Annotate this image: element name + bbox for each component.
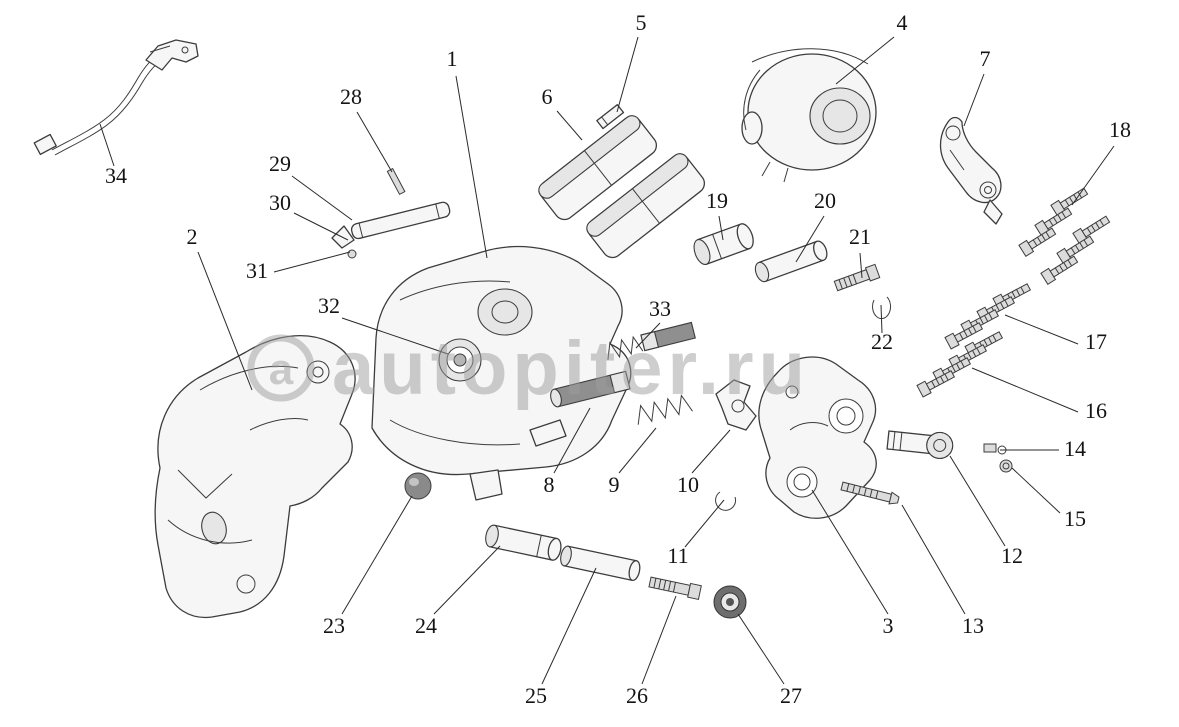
leader-lines [99,36,1115,685]
roll-pin-drawing [386,167,406,196]
callout-label-26: 26 [626,683,648,708]
sensor-cable-drawing [33,39,199,156]
callout-label-21: 21 [849,224,871,249]
snap-ring-drawing [872,296,892,320]
callout-label-1: 1 [447,46,458,71]
callout-label-34: 34 [105,163,127,188]
watermark-text: autopiter.ru [332,326,810,411]
callout-label-6: 6 [542,84,553,109]
callout-label-23: 23 [323,613,345,638]
callout-label-25: 25 [525,683,547,708]
brake-pads-drawing [538,104,706,259]
callout-label-18: 18 [1109,117,1131,142]
callout-label-13: 13 [962,613,984,638]
callout-label-30: 30 [269,190,291,215]
callout-label-32: 32 [318,293,340,318]
callout-label-14: 14 [1064,436,1086,461]
callout-label-12: 12 [1001,543,1023,568]
wear-clip-drawing [596,104,625,130]
carrier-plate-drawing [758,356,877,519]
clip-drawing [715,491,737,511]
bushing-grommet-drawing [713,585,747,619]
callout-label-29: 29 [269,151,291,176]
watermark: a autopiter.ru [247,326,810,411]
callout-label-24: 24 [415,613,437,638]
nut-drawing [999,459,1013,473]
callout-label-27: 27 [780,683,802,708]
anchor-bracket-drawing [154,335,356,619]
callout-label-22: 22 [871,329,893,354]
cap-plug-drawing [404,472,432,500]
caliper-housing-drawing [371,245,632,501]
callout-label-9: 9 [609,472,620,497]
mount-bolt-drawing [833,263,881,292]
guide-pin-drawing [485,524,562,561]
adjuster-shaft-drawing [886,430,954,459]
callout-label-16: 16 [1085,398,1107,423]
callout-label-33: 33 [649,296,671,321]
callout-labels: 1 2 3 4 5 6 7 8 9 10 11 12 13 14 15 16 1… [105,10,1131,708]
push-pin-drawing [550,370,631,408]
pin-spring-drawing [607,321,696,360]
hex-bolt-drawing [648,576,702,601]
brake-chamber-drawing [741,48,877,183]
callout-label-8: 8 [544,472,555,497]
callout-label-7: 7 [980,46,991,71]
lever-fork-drawing [715,379,757,431]
guide-bushing-drawing [693,223,754,265]
callout-label-2: 2 [187,224,198,249]
callout-label-10: 10 [677,472,699,497]
callout-label-15: 15 [1064,506,1086,531]
watermark-logo-letter: a [269,345,294,394]
callout-label-31: 31 [246,258,268,283]
callout-label-3: 3 [883,613,894,638]
callout-label-4: 4 [897,10,908,35]
return-spring-drawing [637,394,693,425]
callout-label-19: 19 [706,188,728,213]
guide-sleeve-drawing [754,240,828,283]
callout-label-5: 5 [636,10,647,35]
callout-label-17: 17 [1085,329,1107,354]
adjuster-lever-drawing [939,116,1003,225]
bearing-drawing [438,338,482,382]
autopiter-logo [247,334,315,402]
callout-label-28: 28 [340,84,362,109]
long-bolt-drawing [840,481,900,505]
callout-label-11: 11 [667,543,688,568]
guide-pin2-drawing [560,545,641,582]
callout-label-20: 20 [814,188,836,213]
